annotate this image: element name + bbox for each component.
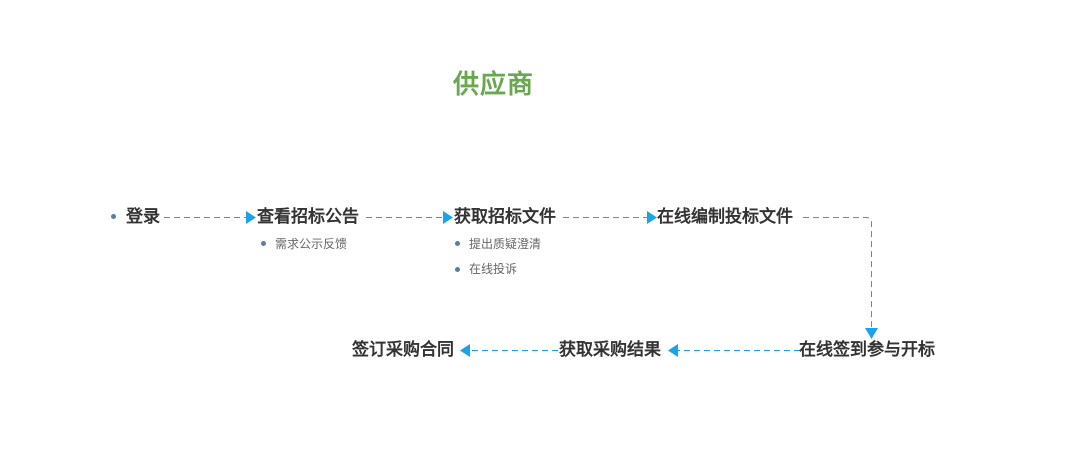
step-login: 登录: [126, 207, 160, 227]
step-bid-opening: 在线签到参与开标: [799, 340, 935, 360]
step-view-notice: 查看招标公告: [257, 207, 359, 227]
step-compile-bid: 在线编制投标文件: [657, 207, 793, 227]
step-obtain-result: 获取采购结果: [559, 340, 661, 360]
arrowhead-to-result: [668, 344, 678, 357]
note-bullet: [455, 241, 460, 246]
arrowhead-to-opening: [865, 328, 878, 339]
step-bullet: [111, 214, 116, 219]
step-sign-contract: 签订采购合同: [352, 340, 454, 360]
note-bullet: [261, 241, 266, 246]
step-obtain-documents: 获取招标文件: [454, 207, 556, 227]
note-raise-query: 提出质疑澄清: [469, 237, 542, 251]
note-bullet: [455, 267, 460, 272]
note-demand-feedback: 需求公示反馈: [275, 237, 348, 251]
diagram-title: 供应商: [453, 70, 535, 100]
arrowhead-to-contract: [460, 344, 470, 357]
note-online-complaint: 在线投诉: [469, 262, 518, 276]
arrowhead-to-bid: [647, 211, 657, 224]
arrowhead-to-notice: [246, 211, 256, 224]
connector-bid-to-opening: [803, 217, 872, 328]
arrowhead-to-docs: [443, 211, 453, 224]
